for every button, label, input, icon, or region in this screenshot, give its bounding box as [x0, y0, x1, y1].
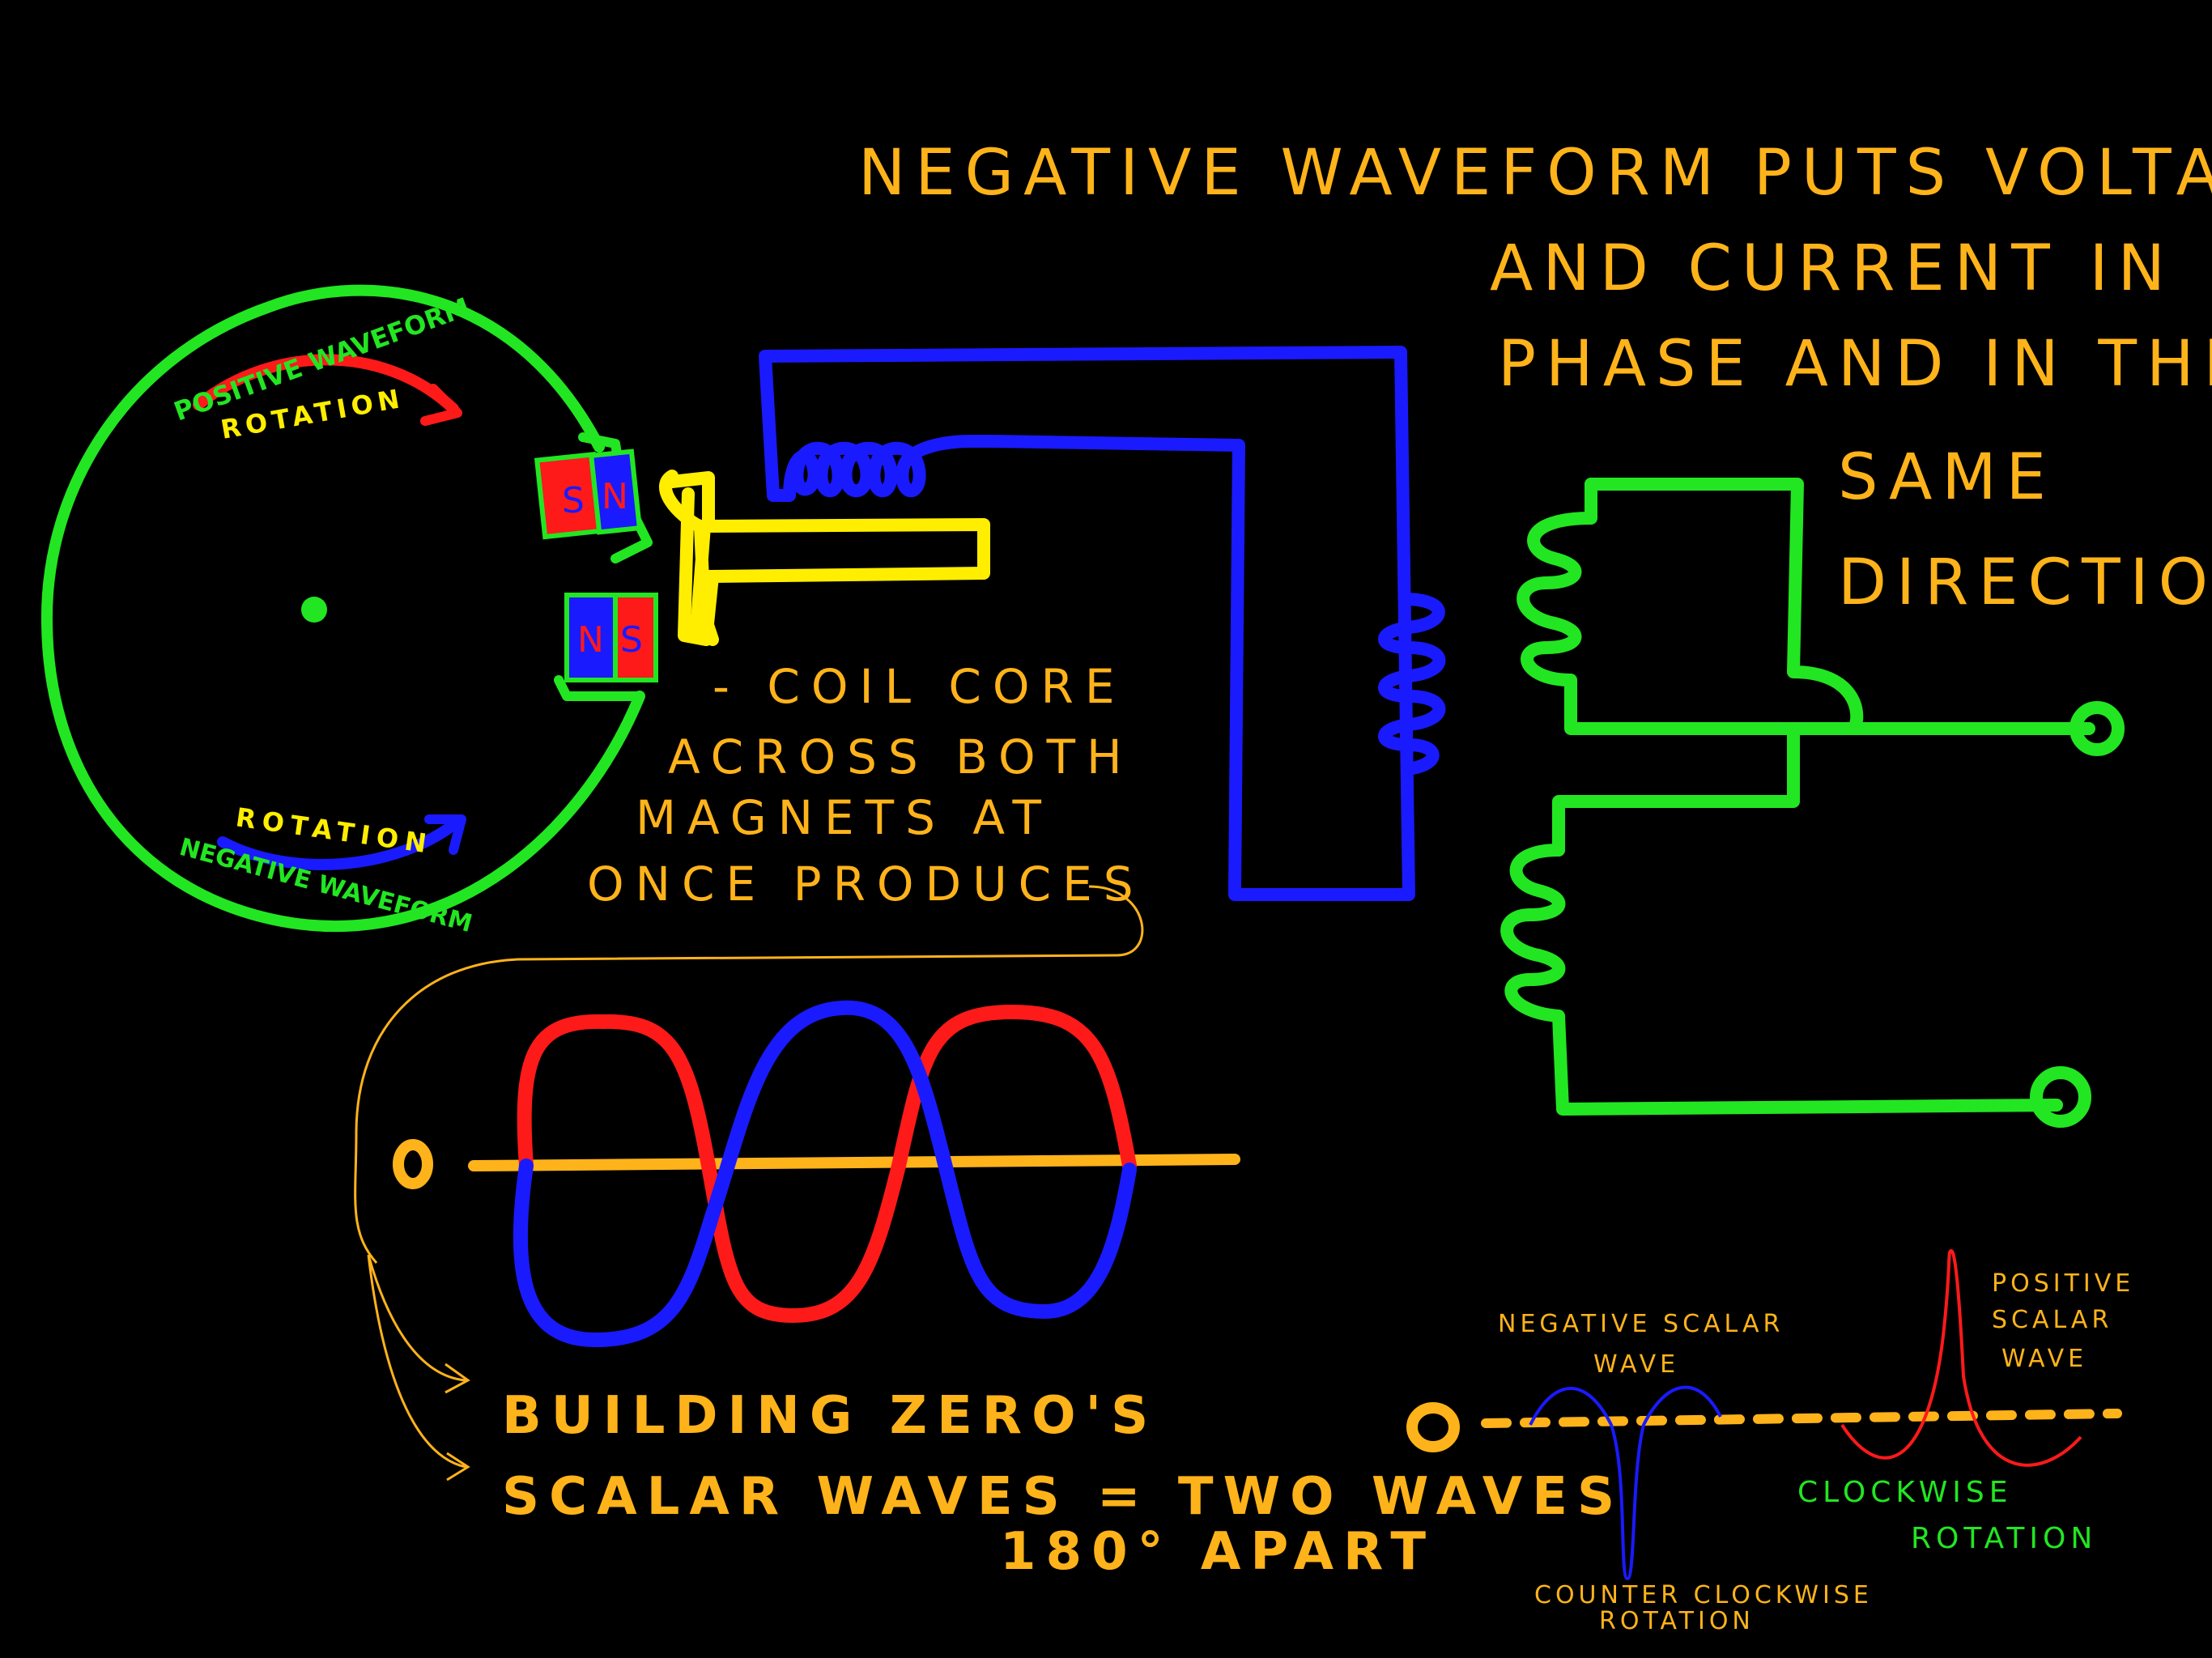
negative-scalar-wave	[1529, 1385, 1722, 1581]
magnet-bottom-s-label: S	[620, 619, 643, 661]
title-line-1: NEGATIVE WAVEFORM PUTS VOLTAGE	[858, 137, 2212, 210]
magnet-top: S N	[534, 449, 643, 540]
negative-scalar-label-line-1: NEGATIVE SCALAR	[1498, 1310, 1784, 1338]
title-line-5: DIRECTION	[1838, 546, 2212, 619]
magnet-bottom-s-pole	[613, 593, 658, 682]
negative-rotation-line-2: ROTATION	[1599, 1607, 1755, 1635]
positive-rotation-line-2: ROTATION	[1911, 1522, 2097, 1555]
blue-coil-side	[1378, 593, 1446, 776]
output-terminal-top	[2069, 701, 2125, 756]
blue-wave	[513, 1000, 1137, 1348]
coil-core-note: - COIL CORE ACROSS BOTH MAGNETS AT ONCE …	[587, 659, 1145, 912]
red-wave	[517, 1004, 1137, 1324]
transformer-lower-frame	[1552, 722, 1800, 857]
title-line-2: AND CURRENT IN	[1490, 232, 2175, 305]
positive-scalar-label-line-1: POSITIVE	[1992, 1269, 2134, 1298]
connector-arrowhead-1	[445, 1363, 470, 1394]
legend-positive-labels: POSITIVE SCALAR WAVE	[1992, 1269, 2134, 1373]
positive-scalar-label-line-3: WAVE	[2001, 1345, 2087, 1373]
scalar-legend: NEGATIVE SCALAR WAVE COUNTER CLOCKWISE R…	[1406, 1248, 2134, 1635]
note-connector	[354, 885, 1144, 1469]
negative-rotation-arrowhead	[424, 814, 466, 855]
zero-axis	[468, 1154, 1240, 1171]
legend-zero-marker	[1406, 1402, 1460, 1452]
coil-core-note-line-4: ONCE PRODUCES	[587, 857, 1145, 912]
transformer-upper-coil	[1516, 478, 1597, 703]
positive-scalar-wave	[1840, 1248, 2082, 1467]
rotor-rim	[40, 284, 645, 933]
legend-axis	[1481, 1409, 2122, 1428]
blue-coil-top	[767, 435, 978, 502]
positive-rotation-arrow	[193, 354, 459, 414]
coil-core-note-line-1: - COIL CORE	[713, 659, 1125, 714]
positive-scalar-label-line-2: SCALAR	[1992, 1306, 2112, 1334]
green-transformer	[1500, 478, 2095, 1116]
title-line-4: SAME	[1838, 441, 2056, 514]
positive-rotation-line-1: CLOCKWISE	[1797, 1476, 2013, 1509]
transformer-lower-coil	[1500, 844, 2063, 1116]
connector-arrowhead-2	[446, 1452, 470, 1482]
negative-rotation-line-1: COUNTER CLOCKWISE	[1534, 1581, 1873, 1609]
title: NEGATIVE WAVEFORM PUTS VOLTAGE AND CURRE…	[858, 137, 2212, 619]
output-terminal-bottom	[2030, 1066, 2091, 1128]
magnet-bottom-n-label: N	[577, 619, 604, 661]
rotor-axle	[301, 597, 327, 623]
building-note-line-2: SCALAR WAVES = TWO WAVES	[502, 1467, 1624, 1527]
coil-core-note-line-3: MAGNETS AT	[636, 790, 1053, 845]
negative-rotation-arrow	[217, 816, 463, 870]
coil-core-outline	[666, 471, 719, 646]
magnet-bottom: N S	[564, 593, 658, 682]
legend-negative-labels: NEGATIVE SCALAR WAVE COUNTER CLOCKWISE R…	[1498, 1310, 1873, 1635]
coil-core-note-line-2: ACROSS BOTH	[668, 729, 1134, 784]
building-note-line-1: BUILDING ZERO'S	[502, 1386, 1158, 1446]
building-note: BUILDING ZERO'S SCALAR WAVES = TWO WAVES…	[502, 1386, 1624, 1582]
blue-frame-outer	[759, 346, 1415, 901]
positive-rotation-arrowhead	[420, 384, 462, 426]
magnet-top-s-label: S	[562, 480, 585, 521]
magnet-top-n-pole	[588, 449, 643, 535]
magnet-top-n-label: N	[602, 476, 628, 517]
magnet-mount-bottom	[554, 675, 644, 701]
zero-marker	[393, 1139, 433, 1189]
building-note-line-3: 180° APART	[1000, 1522, 1436, 1582]
title-line-3: PHASE AND IN THE	[1498, 328, 2212, 401]
blue-circuit	[759, 346, 1446, 901]
negative-scalar-label-line-2: WAVE	[1593, 1350, 1679, 1379]
magnet-bottom-n-pole	[564, 593, 619, 682]
legend-clockwise-labels: CLOCKWISE ROTATION	[1797, 1476, 2097, 1555]
